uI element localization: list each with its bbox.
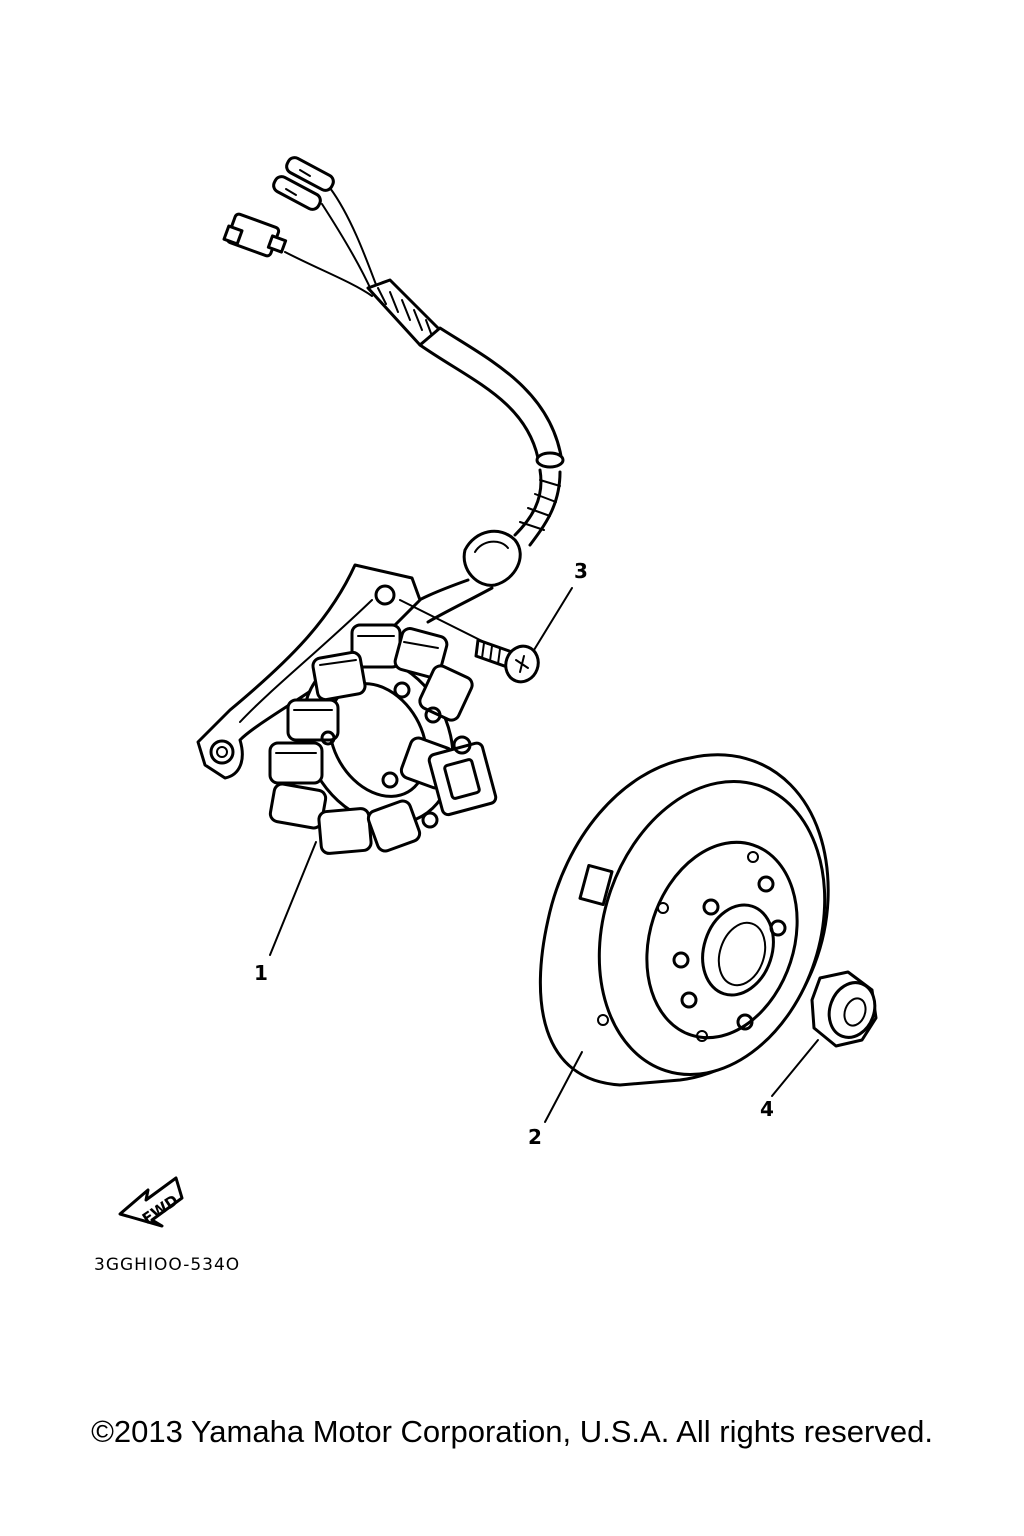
bullet-connector <box>285 156 335 192</box>
stator-coil <box>311 650 367 702</box>
stator-coil <box>268 741 324 785</box>
leader-lines <box>269 587 819 1123</box>
rotor-flywheel <box>538 753 830 1087</box>
callout-4: 4 <box>760 1097 774 1121</box>
stator <box>196 563 498 855</box>
stator-coil <box>268 782 328 830</box>
pickup-coil <box>427 735 498 817</box>
copyright-notice: ©2013 Yamaha Motor Corporation, U.S.A. A… <box>91 1414 933 1449</box>
screw <box>474 638 540 684</box>
forward-direction-arrow: FWD <box>118 1176 184 1228</box>
nut <box>810 970 878 1048</box>
callout-3: 3 <box>574 559 588 583</box>
drawing-code: 3GGHIOO-534O <box>94 1255 240 1275</box>
wiring-harness <box>222 156 565 624</box>
stator-coil <box>366 799 422 853</box>
callout-1: 1 <box>254 961 268 985</box>
stator-coil <box>393 627 449 679</box>
coupler-connector <box>222 212 288 258</box>
stator-coil <box>286 698 340 742</box>
callout-2: 2 <box>528 1125 542 1149</box>
bullet-connector <box>272 175 322 211</box>
stator-coil <box>317 807 373 855</box>
